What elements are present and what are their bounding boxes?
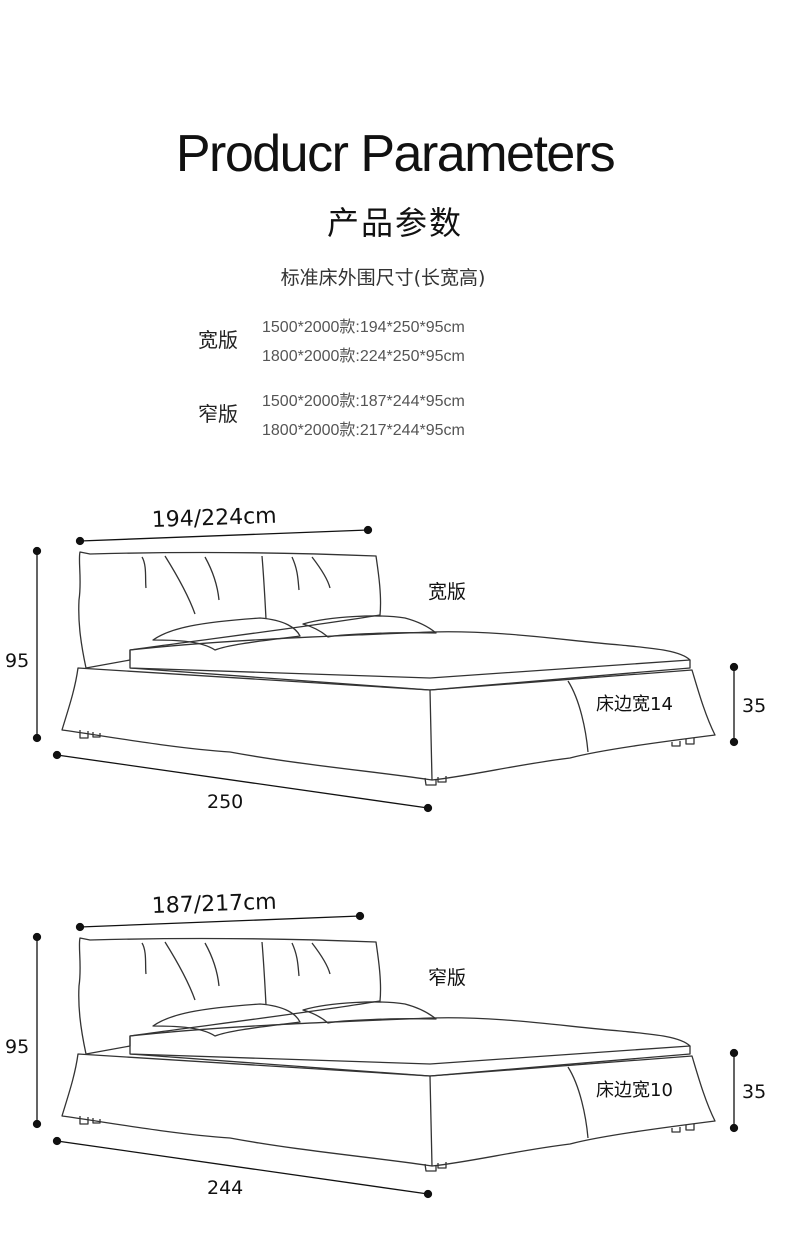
pillow — [302, 1001, 437, 1024]
spec-line: 1500*2000款:194*250*95cm — [262, 319, 465, 336]
foot — [424, 1163, 437, 1172]
base-left-face — [61, 1053, 433, 1167]
headboard-fold — [291, 942, 300, 977]
foot — [671, 1127, 681, 1133]
dimension-endpoint — [363, 525, 373, 535]
spec-line: 1800*2000款:224*250*95cm — [262, 348, 465, 365]
dimension-endpoint — [32, 733, 42, 743]
width-dimension-line — [79, 915, 361, 928]
foot — [92, 1118, 101, 1124]
dimension-endpoint — [32, 546, 42, 556]
foot — [424, 777, 437, 786]
dimension-endpoint — [729, 737, 739, 747]
dimension-endpoint — [52, 750, 62, 760]
height-label: 95 — [5, 650, 29, 672]
version-label: 窄版 — [428, 967, 466, 989]
mattress-top — [129, 631, 691, 679]
width-dimension-line — [79, 529, 369, 542]
page-title: Producr Parameters — [175, 125, 616, 183]
page-subtitle: 产品参数 — [326, 204, 463, 242]
pillow — [302, 615, 437, 638]
foot — [685, 1124, 695, 1131]
foot — [685, 738, 695, 745]
side-panel-seam — [567, 1066, 589, 1139]
base-height-label: 35 — [742, 1081, 766, 1103]
headboard-fold — [141, 556, 147, 589]
mattress-top — [129, 1017, 691, 1065]
base-height-label: 35 — [742, 695, 766, 717]
headboard-fold — [141, 942, 147, 975]
foot — [79, 1116, 89, 1125]
dimension-endpoint — [75, 922, 85, 932]
headboard-fold — [164, 555, 196, 615]
headboard-fold — [204, 942, 220, 987]
bed-diagram: 187/217cm 窄版 95 244 35 床边宽10 — [5, 890, 766, 1199]
mattress-front — [129, 660, 691, 691]
width-label: 194/224cm — [151, 504, 277, 533]
headboard-fold — [164, 941, 196, 1001]
spec-group-label-narrow: 窄版 — [198, 402, 238, 426]
dimension-endpoint — [75, 536, 85, 546]
length-dimension-line — [56, 1140, 429, 1195]
dimension-endpoint — [729, 662, 739, 672]
width-label: 187/217cm — [151, 890, 277, 919]
side-width-label: 床边宽10 — [596, 1080, 673, 1101]
dimension-endpoint — [355, 911, 365, 921]
dimension-lines — [32, 911, 739, 1199]
side-width-label: 床边宽14 — [596, 694, 673, 715]
headboard — [78, 551, 382, 669]
dimension-endpoint — [32, 932, 42, 942]
spec-line: 1800*2000款:217*244*95cm — [262, 422, 465, 439]
dimension-endpoint — [729, 1048, 739, 1058]
dimension-lines — [32, 525, 739, 813]
foot — [671, 741, 681, 747]
dimension-endpoint — [52, 1136, 62, 1146]
base-right-face — [429, 669, 716, 781]
spec-group-label-wide: 宽版 — [198, 328, 238, 352]
foot — [437, 1162, 447, 1169]
length-label: 250 — [207, 791, 243, 813]
mattress-front — [129, 1046, 691, 1077]
headboard-fold — [311, 942, 331, 975]
headboard-seam — [261, 555, 267, 620]
length-label: 244 — [207, 1177, 243, 1199]
version-label: 宽版 — [428, 581, 466, 603]
headboard-fold — [311, 556, 331, 589]
bed-diagram: 194/224cm 宽版 95 250 35 床边宽14 — [5, 504, 766, 813]
dimension-endpoint — [423, 1189, 433, 1199]
height-label: 95 — [5, 1036, 29, 1058]
foot — [437, 776, 447, 783]
dimension-endpoint — [423, 803, 433, 813]
headboard-fold — [291, 556, 300, 591]
spec-line: 1500*2000款:187*244*95cm — [262, 393, 465, 410]
headboard — [78, 937, 382, 1055]
base-left-face — [61, 667, 433, 781]
dimension-endpoint — [32, 1119, 42, 1129]
base-right-face — [429, 1055, 716, 1167]
headboard-fold — [204, 556, 220, 601]
side-panel-seam — [567, 680, 589, 753]
foot — [79, 730, 89, 739]
headboard-seam — [261, 941, 267, 1006]
length-dimension-line — [56, 754, 429, 809]
specs-heading: 标准床外围尺寸(长宽高) — [280, 267, 486, 289]
foot — [92, 732, 101, 738]
dimension-endpoint — [729, 1123, 739, 1133]
